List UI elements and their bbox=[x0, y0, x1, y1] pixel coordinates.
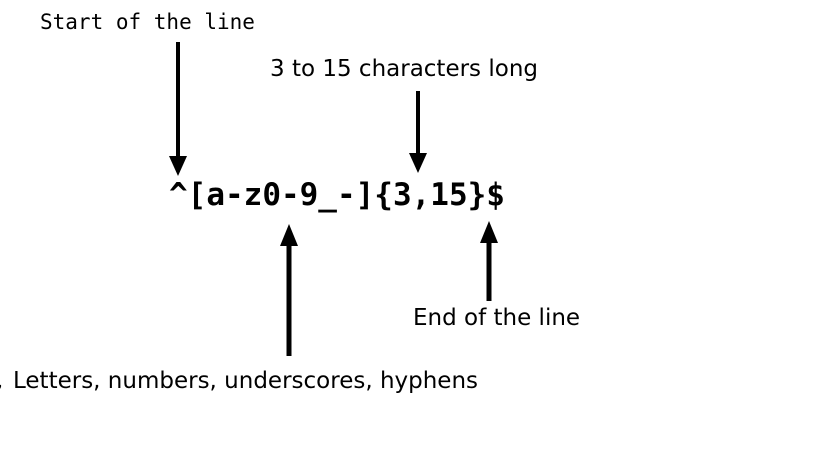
arrow-down-start-of-line bbox=[169, 42, 187, 176]
clipped-text-fragment: , bbox=[0, 370, 3, 393]
regex-expression: ^[a-z0-9_-]{3,15}$ bbox=[169, 177, 505, 213]
arrow-up-character-class bbox=[280, 224, 298, 356]
annotation-label-character-class: Letters, numbers, underscores, hyphens bbox=[13, 368, 479, 394]
arrow-up-end-of-line bbox=[480, 221, 498, 301]
annotation-label-end-of-line: End of the line bbox=[413, 305, 581, 331]
arrow-down-length-quantifier bbox=[409, 91, 427, 173]
annotation-label-start-of-line: Start of the line bbox=[40, 10, 255, 34]
annotation-label-length-quantifier: 3 to 15 characters long bbox=[270, 56, 538, 82]
